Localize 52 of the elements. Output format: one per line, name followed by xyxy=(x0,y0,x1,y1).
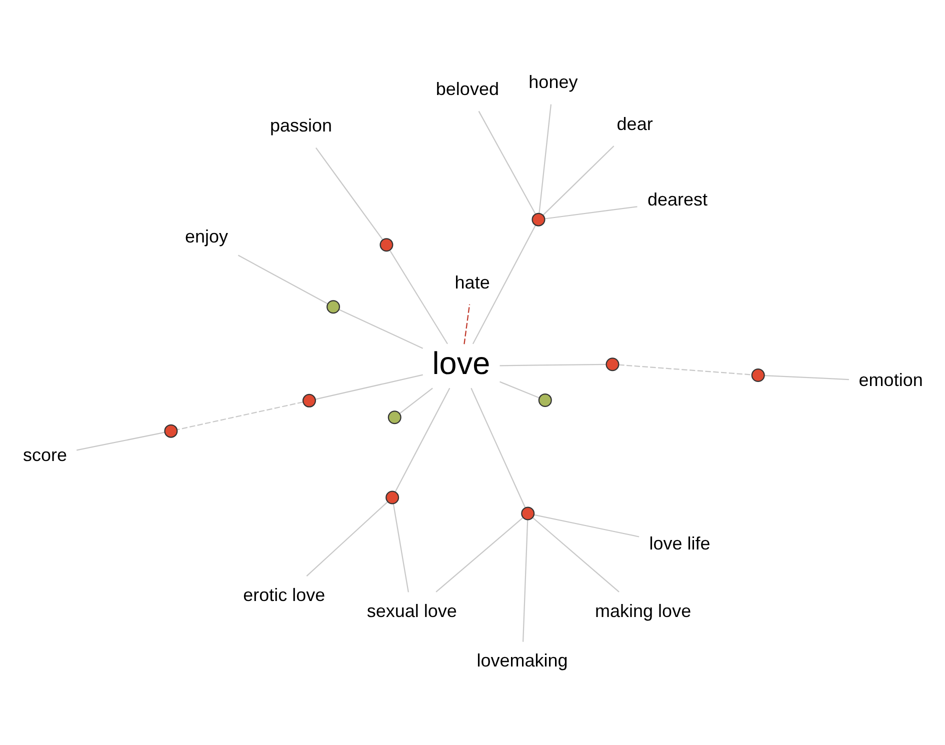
node-text: love life xyxy=(648,533,710,554)
node-text: dear xyxy=(616,113,652,134)
connector xyxy=(463,304,470,344)
connector xyxy=(522,519,528,642)
connector xyxy=(470,387,526,508)
node-circle xyxy=(164,424,178,438)
node-circle xyxy=(379,238,393,252)
connector xyxy=(315,147,383,240)
node-text: love xyxy=(432,344,490,380)
node-circle xyxy=(387,410,401,424)
connector xyxy=(237,254,328,304)
node-text: lovemaking xyxy=(476,650,568,670)
node-text: dearest xyxy=(646,189,707,210)
node-circle xyxy=(538,392,552,406)
connector xyxy=(478,110,536,214)
node-text: enjoy xyxy=(184,226,228,246)
node-text: erotic love xyxy=(242,584,325,605)
node-circle xyxy=(531,212,545,226)
node-text: sexual love xyxy=(366,600,456,620)
connector xyxy=(472,224,536,344)
connector xyxy=(499,363,606,366)
connector xyxy=(542,145,614,215)
connector xyxy=(314,374,422,400)
connector xyxy=(394,387,450,492)
connector xyxy=(388,250,448,344)
node-circle xyxy=(605,357,619,371)
connector xyxy=(338,308,423,348)
connector xyxy=(176,401,303,430)
node-circle xyxy=(302,393,316,407)
connector xyxy=(532,516,619,592)
node-circle xyxy=(385,490,399,504)
connector xyxy=(435,516,523,592)
node-text: score xyxy=(22,444,67,464)
node-circle xyxy=(326,300,340,314)
connector xyxy=(398,387,432,414)
connector xyxy=(538,104,552,213)
connector xyxy=(544,206,637,219)
node-text: beloved xyxy=(435,78,498,98)
node-circle xyxy=(750,368,764,382)
node-text: passion xyxy=(269,115,332,135)
connector xyxy=(764,374,848,380)
node-text: making love xyxy=(594,600,691,620)
connector xyxy=(618,364,752,375)
node-text: hate xyxy=(454,272,490,292)
node-text: emotion xyxy=(858,369,922,390)
connector xyxy=(306,500,388,576)
connector xyxy=(533,514,639,537)
node-circle xyxy=(520,506,534,520)
connector xyxy=(499,380,539,398)
node-text: honey xyxy=(528,72,578,92)
connector xyxy=(392,503,408,592)
connector xyxy=(76,431,164,450)
